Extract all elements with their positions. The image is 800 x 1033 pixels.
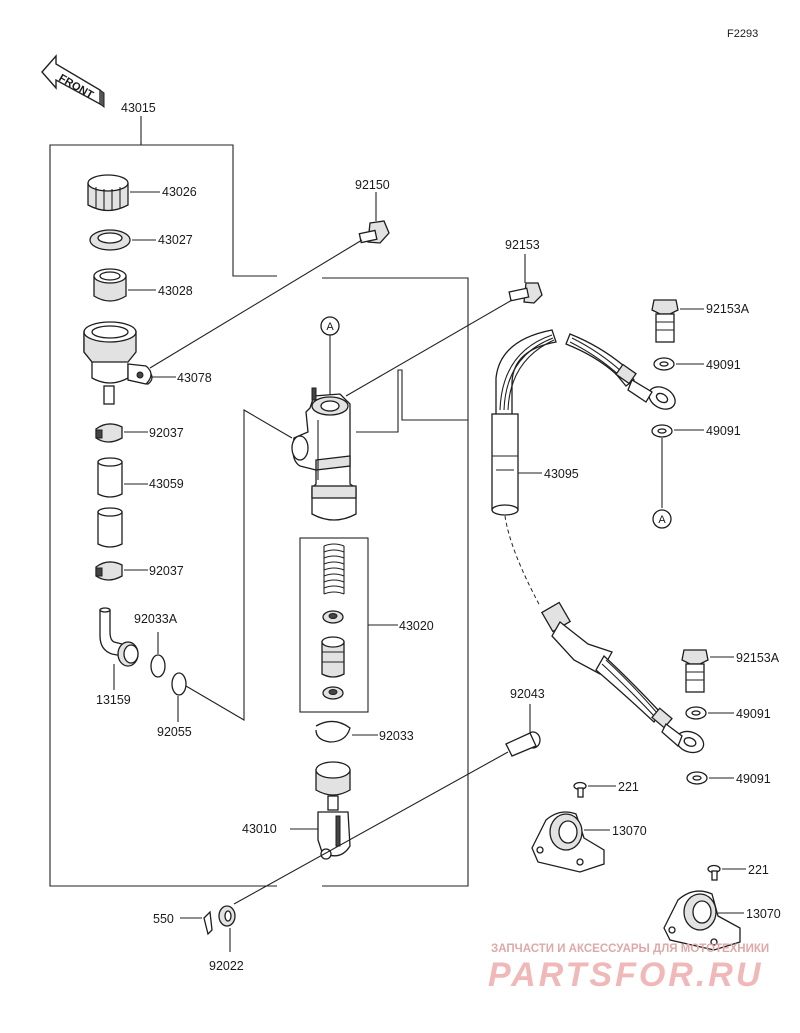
cotter-pin-550 bbox=[203, 910, 213, 936]
label-43010: 43010 bbox=[242, 822, 277, 836]
clevis-pin-92043 bbox=[505, 731, 541, 757]
label-550: 550 bbox=[153, 912, 174, 926]
piston-spring bbox=[323, 543, 345, 595]
label-49091-4: 49091 bbox=[736, 772, 771, 786]
washer-49091-1 bbox=[653, 357, 675, 371]
secondary-cup bbox=[322, 686, 344, 700]
hose-clamp-92037-lower bbox=[95, 561, 123, 581]
label-43028: 43028 bbox=[158, 284, 193, 298]
front-direction-arrow: FRONT bbox=[41, 54, 105, 108]
label-43015: 43015 bbox=[121, 101, 156, 115]
diaphragm-43028 bbox=[93, 268, 127, 302]
label-43059: 43059 bbox=[149, 477, 184, 491]
screw-221-2 bbox=[707, 864, 721, 881]
brake-hose-43095 bbox=[491, 329, 676, 516]
label-92037-lower: 92037 bbox=[149, 564, 184, 578]
diaphragm-plate-43027 bbox=[89, 229, 131, 251]
label-92022: 92022 bbox=[209, 959, 244, 973]
label-49091-1: 49091 bbox=[706, 358, 741, 372]
washer-49091-4 bbox=[686, 771, 708, 785]
piston bbox=[321, 636, 345, 678]
label-221-2: 221 bbox=[748, 863, 769, 877]
label-43020: 43020 bbox=[399, 619, 434, 633]
label-49091-3: 49091 bbox=[736, 707, 771, 721]
reference-mark-a-top: A bbox=[320, 316, 340, 336]
watermark-logo-text: PARTSFOR.RU bbox=[488, 956, 763, 994]
hose-holder-13070-1 bbox=[531, 811, 605, 873]
label-92043: 92043 bbox=[510, 687, 545, 701]
bolt-92150 bbox=[358, 220, 390, 244]
label-43027: 43027 bbox=[158, 233, 193, 247]
screw-221-1 bbox=[573, 781, 587, 798]
label-13070-2: 13070 bbox=[746, 907, 781, 921]
circlip-92033 bbox=[315, 720, 351, 743]
o-ring-92055 bbox=[171, 672, 187, 696]
piston-kit-box-43020 bbox=[299, 537, 369, 713]
label-92037-upper: 92037 bbox=[149, 426, 184, 440]
reference-mark-a-top-label: A bbox=[326, 321, 334, 333]
piston-cup bbox=[322, 610, 344, 624]
label-43078: 43078 bbox=[177, 371, 212, 385]
reference-mark-a-bottom: A bbox=[652, 509, 672, 529]
reservoir-hose-43059 bbox=[97, 457, 123, 548]
reservoir-tank-43078 bbox=[83, 321, 153, 405]
bolt-92153 bbox=[508, 282, 543, 304]
banjo-bolt-92153A-upper bbox=[651, 299, 679, 343]
label-221-1: 221 bbox=[618, 780, 639, 794]
label-92150: 92150 bbox=[355, 178, 390, 192]
banjo-bolt-92153A-lower bbox=[681, 649, 709, 693]
hose-holder-13070-2 bbox=[663, 890, 741, 951]
label-13070-1: 13070 bbox=[612, 824, 647, 838]
brake-hose-43095-lower bbox=[540, 601, 705, 754]
reference-mark-a-bottom-label: A bbox=[658, 514, 666, 526]
watermark: ЗАПЧАСТИ И АКСЕССУАРЫ ДЛЯ МОТОТЕХНИКИ PA… bbox=[488, 943, 769, 994]
washer-49091-3 bbox=[685, 706, 707, 720]
label-43095: 43095 bbox=[544, 467, 579, 481]
elbow-fitting-13159 bbox=[99, 607, 139, 667]
master-cylinder-body bbox=[291, 387, 357, 521]
label-92033A: 92033A bbox=[134, 612, 178, 626]
circlip-92033A bbox=[150, 654, 166, 678]
washer-92022 bbox=[218, 905, 236, 927]
label-92033: 92033 bbox=[379, 729, 414, 743]
figure-code: F2293 bbox=[727, 28, 758, 40]
washer-49091-2 bbox=[651, 424, 673, 438]
push-rod-43010 bbox=[315, 761, 351, 860]
label-92153: 92153 bbox=[505, 238, 540, 252]
label-92055: 92055 bbox=[157, 725, 192, 739]
label-43026: 43026 bbox=[162, 185, 197, 199]
label-92153A-upper: 92153A bbox=[706, 302, 750, 316]
label-92153A-lower: 92153A bbox=[736, 651, 780, 665]
label-13159: 13159 bbox=[96, 693, 131, 707]
watermark-subtitle: ЗАПЧАСТИ И АКСЕССУАРЫ ДЛЯ МОТОТЕХНИКИ bbox=[491, 943, 769, 955]
hose-clamp-92037-upper bbox=[95, 423, 123, 443]
label-49091-2: 49091 bbox=[706, 424, 741, 438]
reservoir-cap-43026 bbox=[87, 174, 129, 212]
